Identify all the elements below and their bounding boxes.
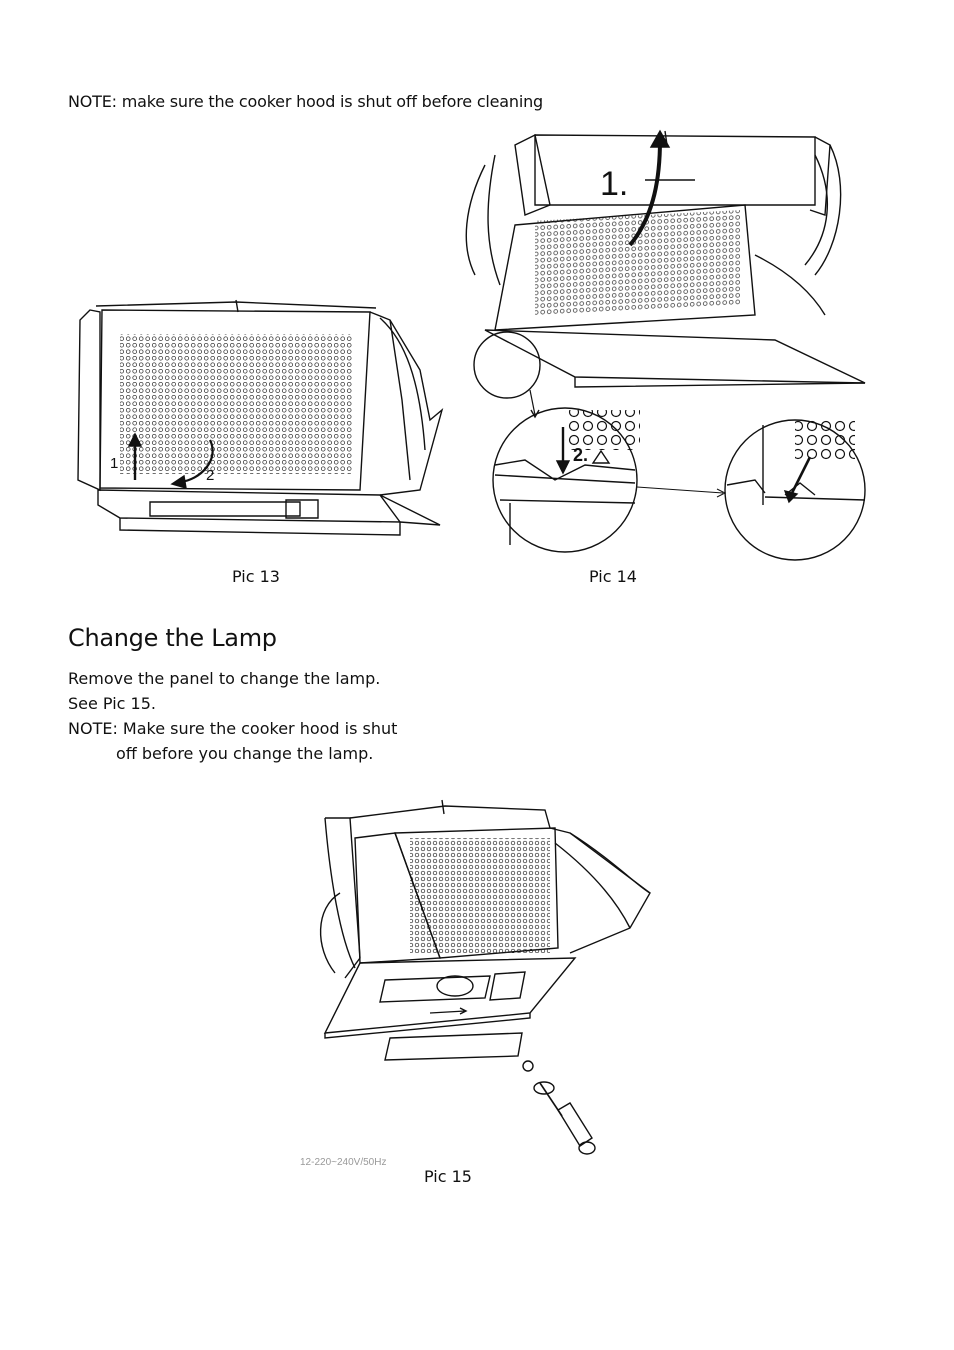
body-line: NOTE: Make sure the cooker hood is shut bbox=[68, 719, 398, 738]
pic14-illustration: 1. 2. bbox=[465, 129, 866, 561]
pic13-callout-1: 1 bbox=[110, 455, 118, 472]
pic13-illustration: 1 2 bbox=[77, 299, 444, 536]
cleaning-note: NOTE: make sure the cooker hood is shut … bbox=[68, 92, 543, 111]
section-title: Change the Lamp bbox=[68, 624, 277, 652]
pic15-caption: Pic 15 bbox=[424, 1167, 472, 1186]
pic13-callout-2: 2 bbox=[206, 467, 214, 484]
body-line: off before you change the lamp. bbox=[116, 744, 374, 763]
section-body: Remove the panel to change the lamp. See… bbox=[68, 666, 397, 766]
pic13-holes bbox=[120, 334, 352, 474]
pic14-caption: Pic 14 bbox=[589, 567, 637, 586]
body-line: Remove the panel to change the lamp. bbox=[68, 669, 381, 688]
pic15-illustration: 12-220~240V/50Hz bbox=[300, 799, 651, 1168]
pic14-callout-1: 1. bbox=[600, 165, 628, 203]
pic15-faint-label: 12-220~240V/50Hz bbox=[300, 1157, 386, 1168]
pic14-callout-2: 2. bbox=[573, 445, 588, 465]
body-line: See Pic 15. bbox=[68, 694, 156, 713]
pic13-caption: Pic 13 bbox=[232, 567, 280, 586]
